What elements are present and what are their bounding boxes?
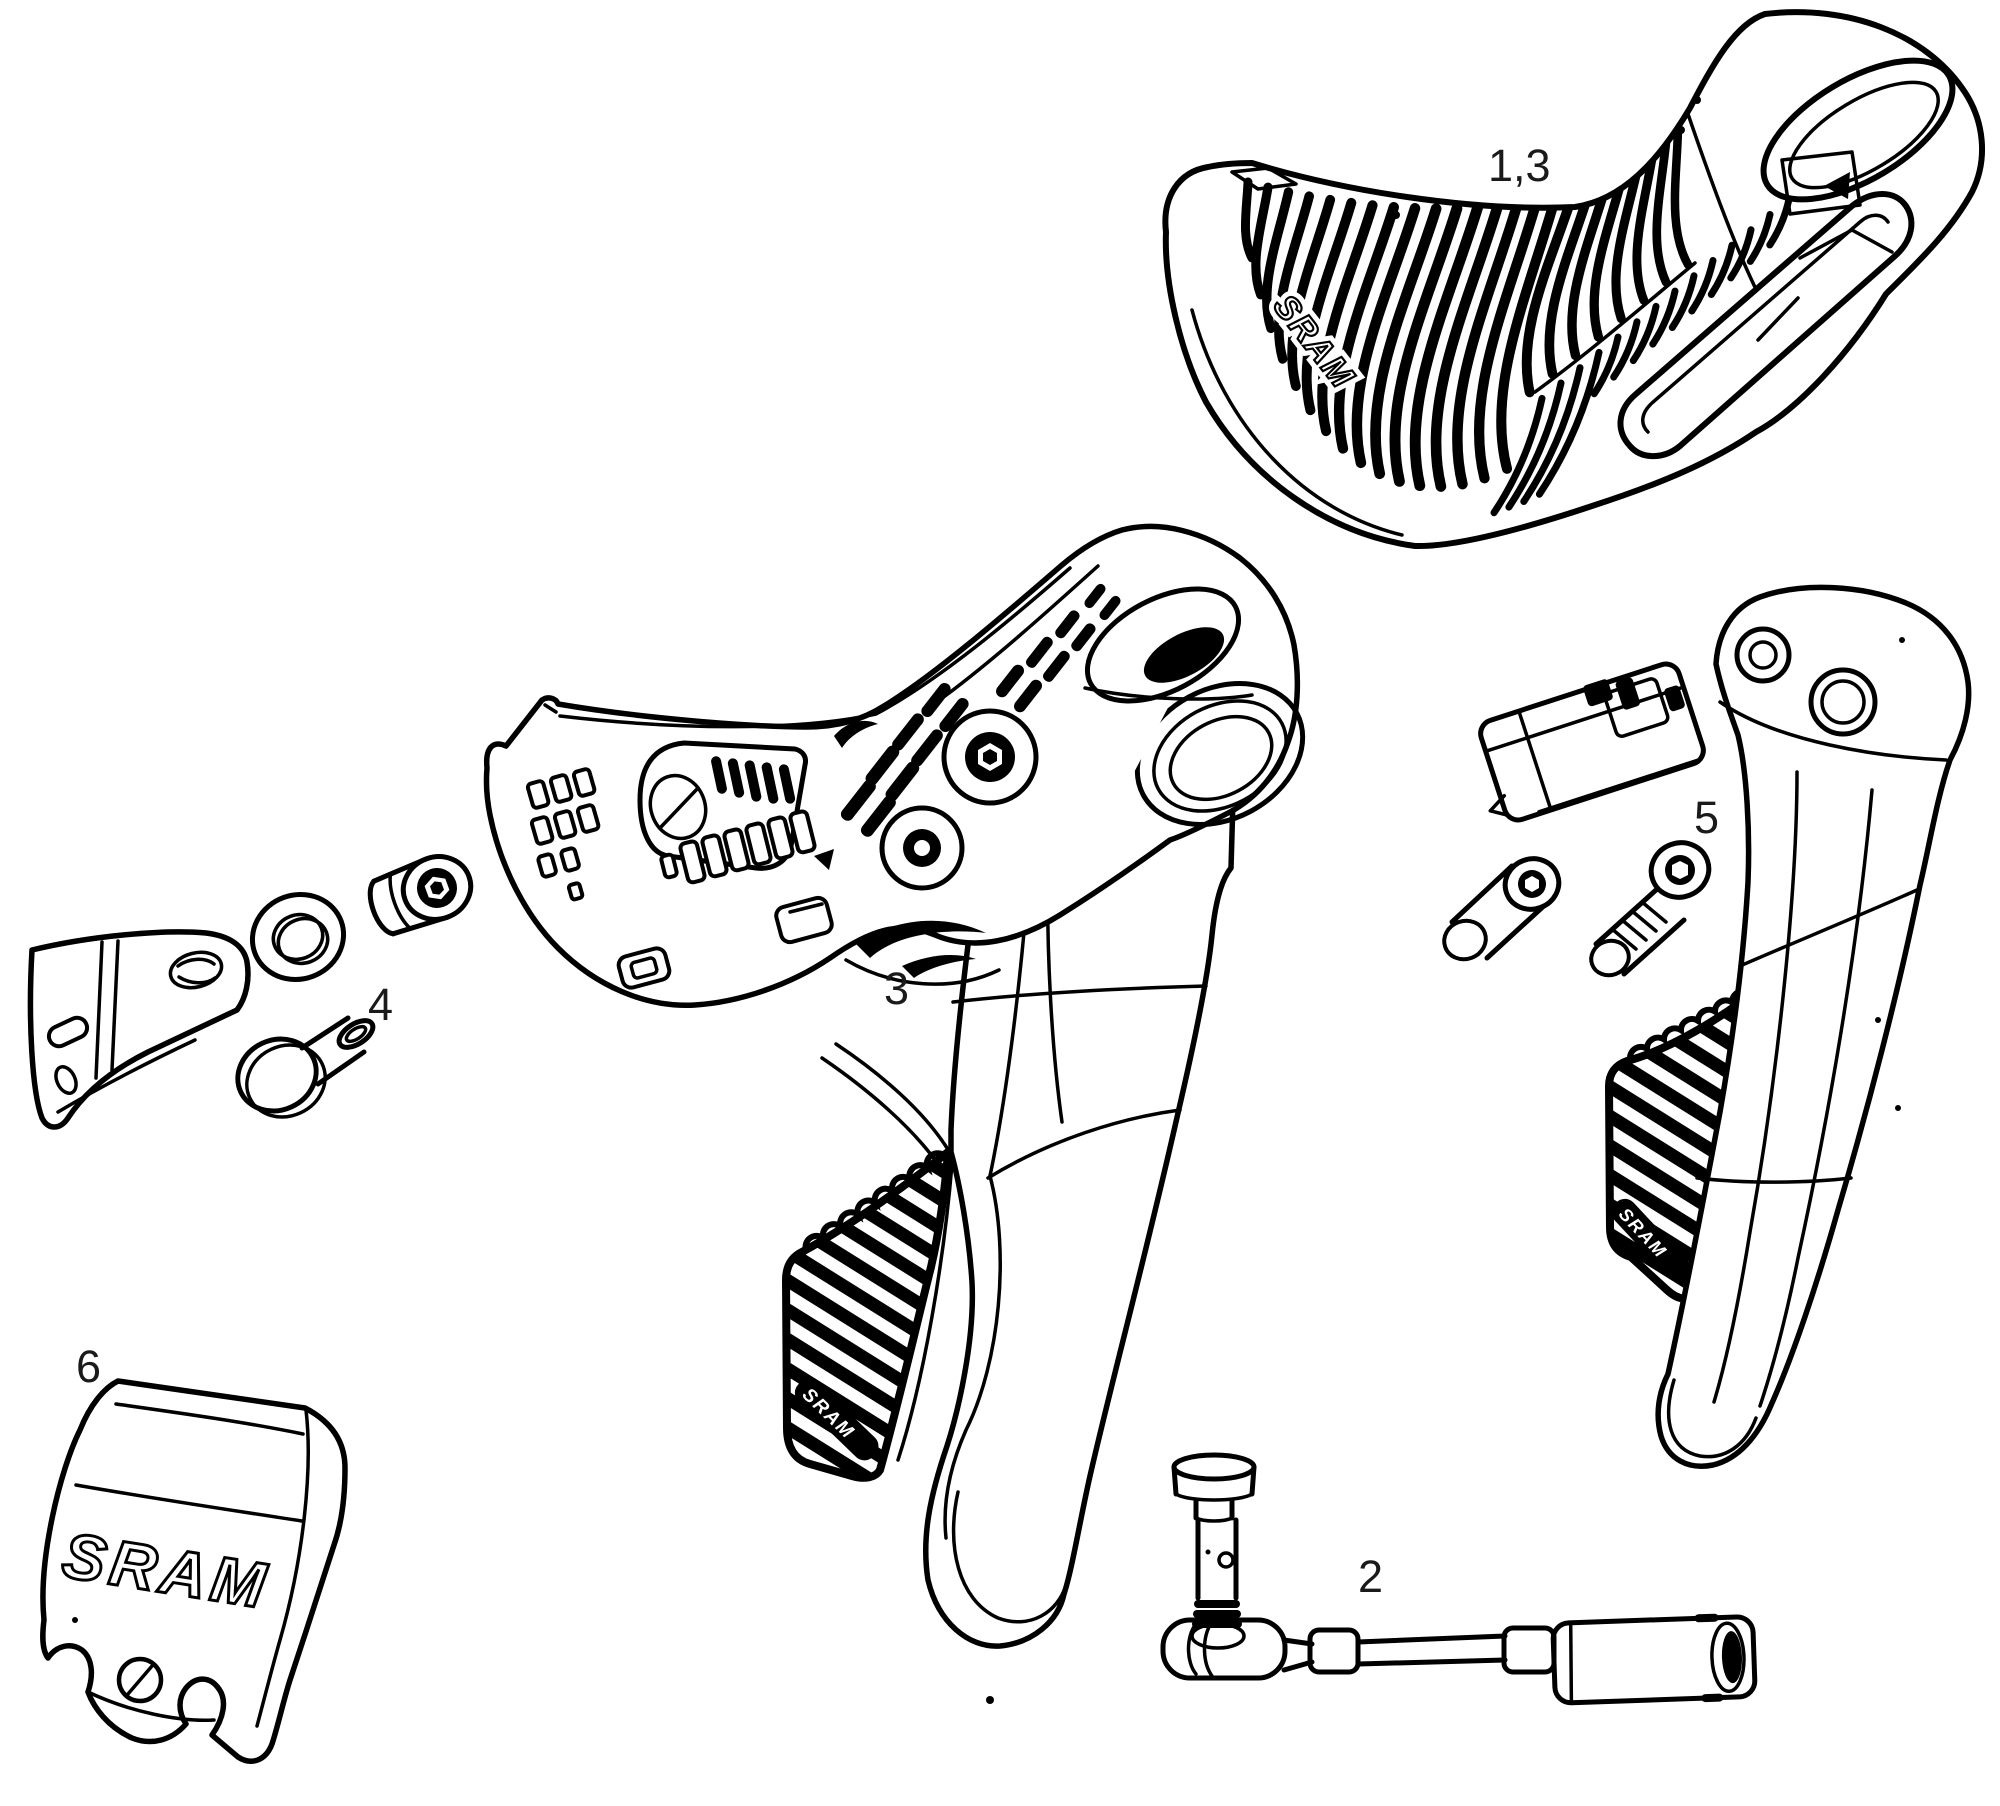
clamp-hardware-part: 4: [27, 854, 474, 1130]
body-right-slots: [840, 583, 1121, 837]
body-port-ribs: [711, 756, 796, 804]
shift-lever-assembly-part: SRAM 5: [1442, 584, 1972, 1469]
hose-end-cap: [1550, 1613, 1758, 1706]
shift-module: [1478, 661, 1706, 823]
hose-banjo-stem: [1171, 1452, 1257, 1650]
body-clamp-rings: [1134, 681, 1306, 827]
handlebar-clamp-band: [27, 929, 251, 1130]
center-brake-lever: [923, 797, 1236, 1704]
hose-fitting-sleeve: [1307, 1627, 1361, 1675]
center-shift-paddle: SRAM: [782, 1148, 954, 1482]
washer: [249, 892, 347, 982]
body-button-cluster: [525, 767, 601, 902]
right-lever-blade: [1655, 584, 1972, 1469]
callout-1-3: 1,3: [1488, 140, 1551, 191]
battery-cover-part: SRAM 6: [40, 1341, 348, 1764]
callout-6: 6: [76, 1341, 101, 1392]
hood-cover-part: SRAM SRAM 1,3: [1162, 9, 1985, 550]
callout-5: 5: [1694, 792, 1719, 843]
callout-4: 4: [368, 979, 393, 1030]
body-vent-slots: [659, 809, 817, 885]
hydraulic-hose-part: 2: [1160, 1452, 1758, 1706]
pivot-bolt: [1442, 856, 1562, 962]
hose-collar: [1501, 1625, 1557, 1675]
hood-grip-teeth: [1490, 195, 1793, 517]
barrel-nut: [367, 854, 474, 937]
hose-elbow: [1160, 1617, 1315, 1681]
callout-3: 3: [884, 963, 909, 1014]
hood-grip-ribs: [1240, 123, 1693, 492]
cover-sram-logo: SRAM: [58, 1519, 275, 1623]
callout-2: 2: [1358, 1551, 1383, 1602]
hose-tube: [1355, 1633, 1508, 1667]
shifter-body-part: SRAM: [483, 523, 1306, 1704]
paddle-bolt: [1589, 840, 1712, 978]
clamp-bolt: [235, 1015, 376, 1119]
